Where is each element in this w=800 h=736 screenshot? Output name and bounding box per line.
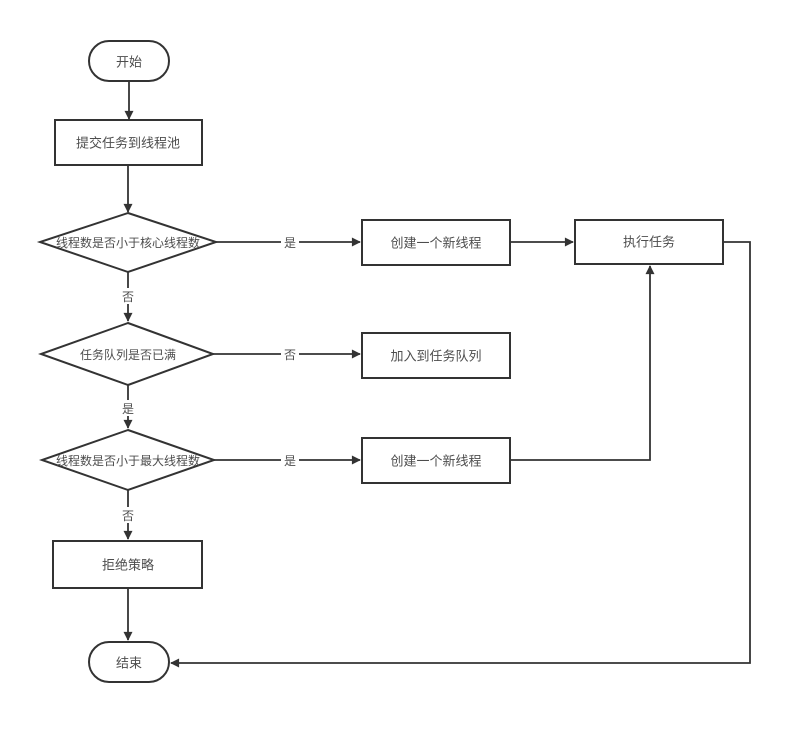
node-create-thread-core: 创建一个新线程 bbox=[361, 219, 511, 266]
edge-label-core-yes: 是 bbox=[284, 236, 296, 250]
create-thread-max-label: 创建一个新线程 bbox=[390, 454, 481, 469]
end-terminator-shape bbox=[88, 641, 170, 683]
node-enqueue-task: 加入到任务队列 bbox=[361, 332, 511, 379]
enqueue-task-shape bbox=[361, 332, 511, 379]
node-end: 结束 bbox=[88, 641, 170, 683]
start-terminator-shape bbox=[88, 40, 170, 82]
node-create-thread-max: 创建一个新线程 bbox=[361, 437, 511, 484]
edge-label-queue-no: 否 bbox=[284, 348, 296, 362]
edge-label-max-no: 否 bbox=[122, 509, 134, 523]
enqueue-task-label: 加入到任务队列 bbox=[390, 349, 481, 364]
max-check-label: 线程数是否小于最大线程数 bbox=[56, 453, 200, 468]
edge-label-core-no: 否 bbox=[122, 290, 134, 304]
core-check-label: 线程数是否小于核心线程数 bbox=[56, 235, 200, 250]
edge-create-thread-to-execute-up bbox=[510, 265, 655, 461]
execute-task-shape bbox=[574, 219, 724, 265]
create-thread-max-shape bbox=[361, 437, 511, 484]
node-reject-policy: 拒绝策略 bbox=[52, 540, 203, 589]
edge-label-bg bbox=[119, 288, 137, 304]
edge-execute-to-end bbox=[170, 241, 751, 668]
node-max-check: 线程数是否小于最大线程数 bbox=[38, 428, 218, 492]
node-submit-task: 提交任务到线程池 bbox=[54, 119, 203, 166]
end-label: 结束 bbox=[116, 656, 142, 671]
node-start: 开始 bbox=[88, 40, 170, 82]
reject-policy-label: 拒绝策略 bbox=[102, 558, 154, 573]
edge-label-bg bbox=[281, 234, 299, 250]
node-queue-check: 任务队列是否已满 bbox=[38, 321, 216, 387]
queue-check-diamond bbox=[38, 321, 216, 387]
edge-label-bg bbox=[281, 452, 299, 468]
queue-check-label: 任务队列是否已满 bbox=[80, 347, 176, 362]
edge-label-queue-yes: 是 bbox=[122, 402, 134, 416]
edge-label-max-yes: 是 bbox=[284, 454, 296, 468]
start-label: 开始 bbox=[116, 55, 142, 70]
submit-task-label: 提交任务到线程池 bbox=[76, 136, 180, 151]
create-thread-core-label: 创建一个新线程 bbox=[390, 236, 481, 251]
reject-policy-shape bbox=[52, 540, 203, 589]
edge-label-bg bbox=[119, 400, 137, 416]
max-check-diamond bbox=[38, 428, 218, 492]
execute-task-label: 执行任务 bbox=[623, 235, 675, 250]
submit-task-shape bbox=[54, 119, 203, 166]
create-thread-core-shape bbox=[361, 219, 511, 266]
node-core-check: 线程数是否小于核心线程数 bbox=[36, 211, 220, 274]
edge-label-bg bbox=[281, 346, 299, 362]
core-check-diamond bbox=[36, 211, 220, 274]
node-execute-task: 执行任务 bbox=[574, 219, 724, 265]
edge-label-bg bbox=[119, 507, 137, 523]
